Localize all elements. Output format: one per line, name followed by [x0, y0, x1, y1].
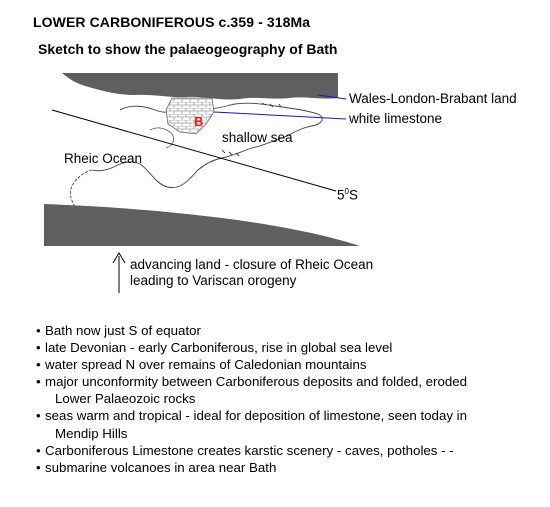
note-item: Bath now just S of equator	[36, 322, 546, 339]
latitude-line	[51, 109, 337, 192]
note-item: Carboniferous Limestone creates karstic …	[36, 442, 546, 459]
note-item: late Devonian - early Carboniferous, ris…	[36, 339, 546, 356]
coastline-west	[69, 169, 93, 209]
page-title: LOWER CARBONIFEROUS c.359 - 318Ma	[33, 14, 311, 30]
rheic-ocean-label: Rheic Ocean	[64, 151, 143, 166]
note-item: submarine volcanoes in area near Bath	[36, 459, 546, 476]
bath-site-marker: B	[194, 114, 203, 129]
caption-line-2: leading to Variscan orogeny	[130, 273, 297, 288]
advance-arrow-head	[112, 252, 126, 264]
advance-caption: advancing land - closure of Rheic Ocean …	[130, 257, 373, 289]
land-label: Wales-London-Brabant land	[349, 91, 517, 106]
northern-land-mass	[62, 73, 338, 100]
limestone-label: white limestone	[349, 111, 443, 126]
note-item: seas warm and tropical - ideal for depos…	[36, 407, 546, 441]
limestone-pointer-line	[213, 111, 347, 120]
note-item: major unconformity between Carboniferous…	[36, 373, 546, 407]
notes-list: Bath now just S of equator late Devonian…	[36, 322, 546, 476]
scarp-marks	[221, 102, 282, 157]
latitude-label: 50S	[337, 187, 358, 203]
southern-land-mass	[44, 204, 360, 246]
limestone-block	[165, 97, 215, 135]
page-subtitle: Sketch to show the palaeogeography of Ba…	[38, 41, 338, 57]
land-pointer-line	[317, 94, 347, 100]
note-item: water spread N over remains of Caledonia…	[36, 356, 546, 373]
shallow-sea-label: shallow sea	[222, 130, 293, 145]
caption-line-1: advancing land - closure of Rheic Ocean	[130, 257, 374, 272]
